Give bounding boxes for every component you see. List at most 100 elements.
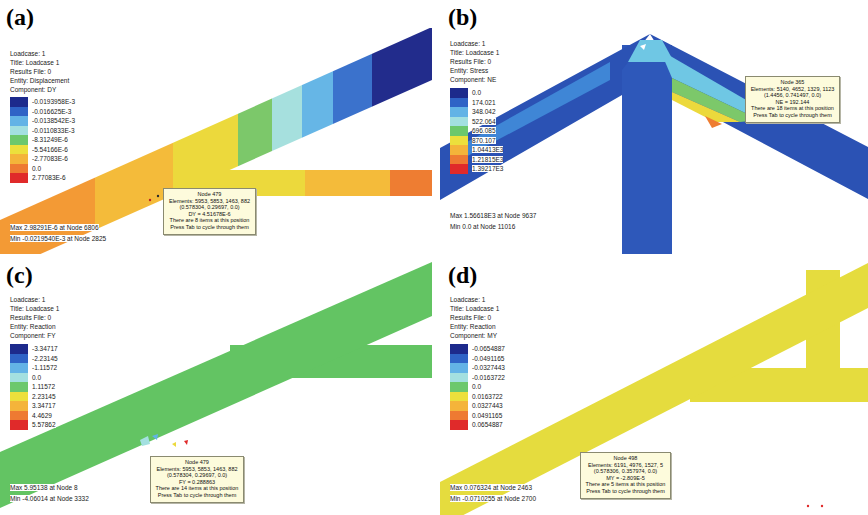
callout-line: Node 498 [585, 455, 666, 462]
reaction-speck [140, 436, 150, 446]
colorbar-swatch [450, 373, 468, 383]
colorbar-value: -0.0491165 [472, 355, 504, 362]
callout-line: (0.578306, 0.357974, 0.0) [585, 468, 666, 475]
colorbar-value: -0.0163722 [472, 374, 505, 381]
colorbar-value: -0.0654887 [472, 345, 505, 352]
colorbar-swatch [10, 107, 28, 117]
colorbar-value: -0.0138542E-3 [32, 117, 75, 124]
colorbar-value: 5.57862 [32, 421, 56, 428]
colorbar-value: 3.34717 [32, 402, 56, 409]
colorbar-swatch [450, 354, 468, 364]
colorbar-swatch [450, 363, 468, 373]
callout-line: There are 8 items at this position [168, 217, 251, 224]
colorbar-value: 1.04413E3 [472, 146, 503, 153]
colorbar-value: 0.0327443 [472, 402, 503, 409]
colorbar-value: 0.0491165 [472, 412, 502, 419]
reaction-my-plot [440, 262, 868, 515]
colorbar-swatch [10, 354, 28, 364]
max-readout: Max 5.95138 at Node 8 [10, 484, 78, 491]
colorbar-value: 4.4629 [32, 412, 52, 419]
colorbar-swatch [10, 116, 28, 126]
callout-line: Elements: 5953, 5853, 1463, 882 [155, 466, 239, 473]
reaction-speck [152, 434, 158, 440]
colorbar-swatch [10, 401, 28, 411]
header-line: Results File: 0 [10, 68, 51, 75]
stress-speck [640, 44, 646, 50]
colorbar-value: -5.54166E-6 [32, 146, 68, 153]
colorbar-value: -0.0110833E-3 [32, 127, 75, 134]
callout-line: (1.4456, 0.741497, 0.0) [750, 92, 835, 99]
panel-letter: (a) [6, 4, 34, 30]
header-line: Title: Loadcase 1 [10, 305, 59, 312]
min-readout: Min 0.0 at Node 11016 [450, 223, 515, 230]
colorbar-swatch [10, 173, 28, 183]
callout-line: There are 14 items at this position [155, 485, 239, 492]
colorbar-value: 1.21815E3 [472, 156, 503, 163]
colorbar-swatch [450, 401, 468, 411]
vertical-member [622, 45, 672, 254]
probe-callout: Node 498Elements: 6191, 4976, 1527, 5(0.… [580, 452, 671, 499]
header-line: Entity: Stress [450, 67, 488, 74]
callout-line: Press Tab to cycle through them [750, 112, 835, 119]
colorbar-value: 0.0163722 [472, 393, 503, 400]
colorbar-swatch [450, 164, 468, 174]
callout-line: Node 479 [168, 191, 251, 198]
colorbar-value: 348.042 [472, 108, 496, 115]
reaction-speck [184, 440, 188, 445]
colorbar-swatch [10, 411, 28, 421]
colorbar-swatch [10, 126, 28, 136]
reaction-fy-plot [0, 262, 432, 508]
colorbar-swatch [450, 107, 468, 117]
right-rafter [650, 34, 868, 200]
header-line: Entity: Reaction [10, 323, 56, 330]
callout-line: Node 365 [750, 79, 835, 86]
colorbar-swatch [10, 97, 28, 107]
header-line: Component: MY [450, 332, 497, 339]
colorbar-swatch [450, 145, 468, 155]
header-line: Component: DY [10, 86, 56, 93]
probe-callout: Node 479Elements: 5953, 5853, 1463, 882(… [150, 456, 244, 503]
probe-callout: Node 365Elements: 5140, 4652, 1329, 1123… [745, 76, 840, 123]
colorbar-value: -0.0193958E-3 [32, 98, 75, 105]
callout-line: (0.578304, 0.29697, 0.0) [168, 204, 251, 211]
colorbar-value: -0.016625E-3 [32, 108, 71, 115]
header-line: Loadcase: 1 [10, 50, 45, 57]
colorbar-value: 1.39217E3 [472, 165, 503, 172]
colorbar-value: -1.11572 [32, 364, 57, 371]
displacement-plot [0, 28, 432, 254]
colorbar-value: 522.064 [472, 118, 496, 125]
callout-line: There are 5 items at this position [585, 481, 666, 488]
header-line: Loadcase: 1 [450, 296, 485, 303]
callout-line: Node 479 [155, 459, 239, 466]
min-readout: Min -0.0710255 at Node 2700 [450, 495, 536, 502]
node-mark [149, 199, 151, 201]
colorbar-value: 2.23145 [32, 393, 56, 400]
colorbar-swatch [10, 154, 28, 164]
colorbar-swatch [10, 392, 28, 402]
callout-line: FY = 0.288863 [155, 479, 239, 486]
stress-band [705, 116, 722, 128]
colorbar-swatch [10, 164, 28, 174]
node-mark [821, 505, 823, 507]
colorbar-value: 870.107 [472, 137, 496, 144]
colorbar-value: -3.34717 [32, 345, 58, 352]
colorbar-swatch [10, 145, 28, 155]
min-readout: Min -0.0219540E-3 at Node 2825 [10, 235, 106, 242]
colorbar-swatch [450, 98, 468, 108]
callout-line: Elements: 5140, 4652, 1329, 1123 [750, 86, 835, 93]
colorbar-swatch [450, 420, 468, 430]
header-line: Component: FY [10, 332, 56, 339]
min-readout: Min -4.06014 at Node 3332 [10, 495, 89, 502]
colorbar-swatch [450, 155, 468, 165]
header-line: Entity: Reaction [450, 323, 496, 330]
colorbar-value: -0.0327443 [472, 364, 505, 371]
colorbar-value: 0.0 [32, 165, 41, 172]
colorbar-swatch [450, 382, 468, 392]
header-line: Loadcase: 1 [450, 40, 485, 47]
callout-line: There are 18 items at this position [750, 105, 835, 112]
colorbar-swatch [450, 126, 468, 136]
probe-callout: Node 479Elements: 5953, 5853, 1463, 882(… [163, 188, 256, 235]
colorbar-swatch [10, 135, 28, 145]
colorbar-swatch [10, 363, 28, 373]
